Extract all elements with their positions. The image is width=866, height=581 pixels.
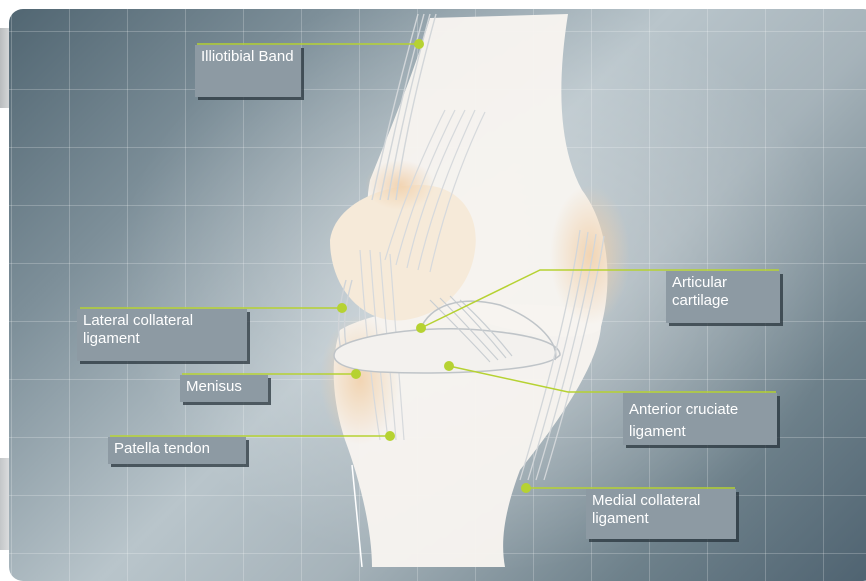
anchor-dot-illiotibial-band: [414, 39, 424, 49]
label-patella-tendon: Patella tendon: [108, 437, 246, 464]
anchor-dot-menisus: [351, 369, 361, 379]
anchor-dot-medial-collateral-ligament: [521, 483, 531, 493]
cartilage-tint-medial: [550, 185, 630, 325]
label-menisus: Menisus: [180, 375, 268, 402]
label-medial-collateral-ligament: Medial collateral ligament: [586, 489, 736, 539]
label-lateral-collateral-ligament: Lateral collateral ligament: [77, 309, 247, 361]
anchor-dot-lateral-collateral-ligament: [337, 303, 347, 313]
anchor-dot-anterior-cruciate-ligament: [444, 361, 454, 371]
label-anterior-cruciate-ligament: Anterior cruciate ligament: [623, 393, 777, 445]
label-illiotibial-band: Illiotibial Band: [195, 45, 301, 97]
anchor-dot-patella-tendon: [385, 431, 395, 441]
label-articular-cartilage: Articular cartilage: [666, 271, 780, 323]
anchor-dot-articular-cartilage: [416, 323, 426, 333]
